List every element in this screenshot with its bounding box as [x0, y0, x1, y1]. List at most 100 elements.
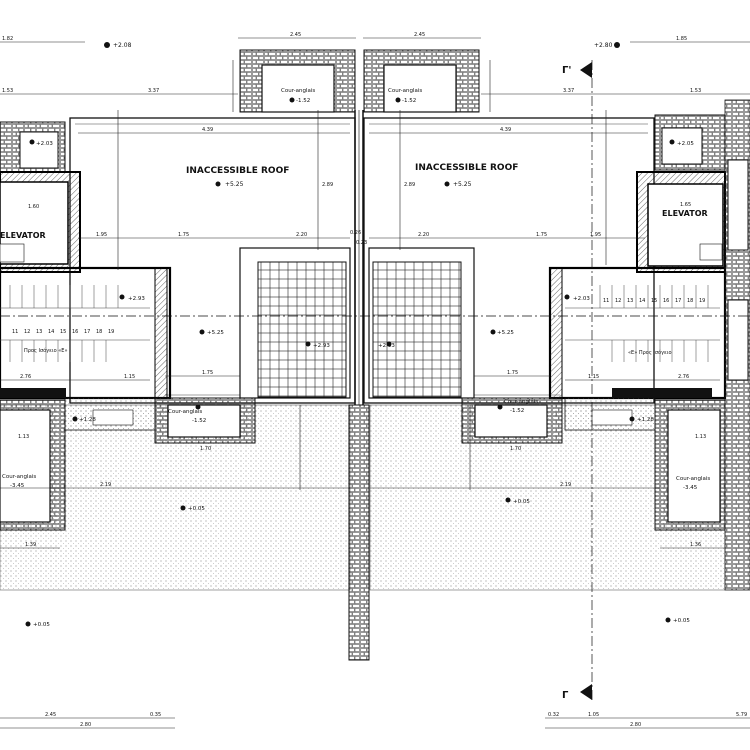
cour-mid-right-level: -1.52 [510, 408, 524, 414]
dim-175-c: 1.75 [202, 370, 213, 376]
dim-115-r: 1.15 [588, 374, 599, 380]
dim-035-b: 0.35 [150, 712, 161, 718]
text-labels: INACCESSIBLE ROOF INACCESSIBLE ROOF +5.2… [0, 32, 747, 728]
party-wall-strip [348, 110, 370, 661]
level-bottom-left: +0.05 [33, 622, 50, 628]
dim-170-r: 1.70 [510, 446, 521, 452]
dim-220-b: 2.20 [418, 232, 429, 238]
stair-note-right: «Ε» Προς Ισόγειο [628, 349, 672, 356]
stair-step-number: 18 [96, 329, 102, 335]
cour-mid-right-name: Cour-anglais [504, 399, 538, 405]
dim-337-r: 3.37 [563, 88, 574, 94]
dim-136-r: 1.36 [690, 542, 701, 548]
stair-step-number: 15 [60, 329, 66, 335]
right-stair-treads [599, 285, 709, 362]
dim-219-r: 2.19 [560, 482, 571, 488]
dim-160: 1.60 [28, 204, 39, 210]
dim-023: 0.23 [356, 240, 367, 246]
level-small-top-right: +2.05 [677, 141, 694, 147]
dim-139-l: 1.39 [25, 542, 36, 548]
stair-step-number: 11 [603, 298, 609, 304]
dim-113-r: 1.13 [695, 434, 706, 440]
dim-165: 1.65 [680, 202, 691, 208]
dim-top-4: 1.85 [676, 36, 687, 42]
stair-step-number: 19 [108, 329, 114, 335]
dim-153-r: 1.53 [690, 88, 701, 94]
dim-153-l: 1.53 [2, 88, 13, 94]
stair-note-left: Προς Ισόγειο «Ε» [24, 347, 68, 354]
dim-337-l: 3.37 [148, 88, 159, 94]
cour-low-left-name: Cour-anglais [2, 474, 36, 480]
cour-top-right-level: -1.52 [402, 98, 416, 104]
dim-170-l: 1.70 [200, 446, 211, 452]
cour-mid-left-name: Cour-anglais [168, 409, 202, 415]
right-elevator-block [548, 99, 750, 591]
stair-step-number: 13 [627, 298, 633, 304]
level-roof-small-right: +5.25 [497, 330, 514, 336]
stair-step-number: 14 [639, 298, 645, 304]
dim-289-r: 2.89 [404, 182, 415, 188]
level-ground-left: +0.05 [188, 506, 205, 512]
roof-title-right: INACCESSIBLE ROOF [415, 163, 518, 173]
dim-115-l: 1.15 [124, 374, 135, 380]
level-landing-right: +2.03 [573, 296, 590, 302]
stair-step-number: 13 [36, 329, 42, 335]
dim-195-l: 1.95 [96, 232, 107, 238]
dim-276-l: 2.76 [20, 374, 31, 380]
top-courtyards [239, 49, 480, 113]
roof-title-left: INACCESSIBLE ROOF [186, 166, 289, 176]
elevator-label-left: ELEVATOR [0, 231, 46, 240]
dim-175-d: 1.75 [507, 370, 518, 376]
stair-step-number: 12 [615, 298, 621, 304]
left-stair-treads [9, 285, 119, 362]
dim-top-1: 1.82 [2, 36, 13, 42]
level-roof-small-left: +5.25 [207, 330, 224, 336]
low-courtyards [0, 399, 726, 531]
level-bottom-right: +0.05 [673, 618, 690, 624]
dim-245-b: 2.45 [45, 712, 56, 718]
dim-276-r: 2.76 [678, 374, 689, 380]
dim-top-2: 2.45 [290, 32, 301, 38]
left-elevator-block [0, 121, 172, 400]
section-mark-bottom: Γ [562, 690, 569, 701]
cour-low-right-name: Cour-anglais [676, 476, 710, 482]
level-center-left: +2.93 [313, 343, 330, 349]
elevator-label-right: ELEVATOR [662, 209, 708, 218]
roof-level-left: +5.25 [225, 181, 244, 188]
stair-step-number: 12 [24, 329, 30, 335]
stair-step-number: 16 [72, 329, 78, 335]
stair-step-number: 11 [12, 329, 18, 335]
skylight-grids [239, 247, 475, 399]
dim-026: 0.26 [350, 230, 361, 236]
stair-step-number: 17 [675, 298, 681, 304]
cour-top-left-level: -1.52 [296, 98, 310, 104]
mid-courtyards [64, 397, 656, 444]
stair-step-number: 18 [687, 298, 693, 304]
stair-step-number: 19 [699, 298, 705, 304]
dim-105-b: 1.05 [588, 712, 599, 718]
stair-step-number: 14 [48, 329, 54, 335]
dimension-lines [0, 37, 750, 729]
level-entry-left: +1.28 [79, 417, 96, 423]
section-mark-top: Γ' [562, 65, 571, 76]
dim-439-r: 4.39 [500, 127, 511, 133]
dim-439-l: 4.39 [202, 127, 213, 133]
dim-top-3: 2.45 [414, 32, 425, 38]
level-top-left: +2.08 [113, 42, 132, 49]
cour-mid-left-level: -1.52 [192, 418, 206, 424]
level-small-top-left: +2.03 [36, 141, 53, 147]
cour-low-right-level: -3.45 [683, 485, 698, 491]
stair-step-number: 15 [651, 298, 657, 304]
dim-219-l: 2.19 [100, 482, 111, 488]
cour-top-left-name: Cour-anglais [281, 88, 315, 94]
cour-top-right-name: Cour-anglais [388, 88, 422, 94]
dim-579: 5.79 [736, 712, 747, 718]
dim-289-l: 2.89 [322, 182, 333, 188]
dim-220-a: 2.20 [296, 232, 307, 238]
level-markers [25, 42, 675, 627]
level-landing-left: +2.93 [128, 296, 145, 302]
level-entry-right: +1.28 [637, 417, 654, 423]
